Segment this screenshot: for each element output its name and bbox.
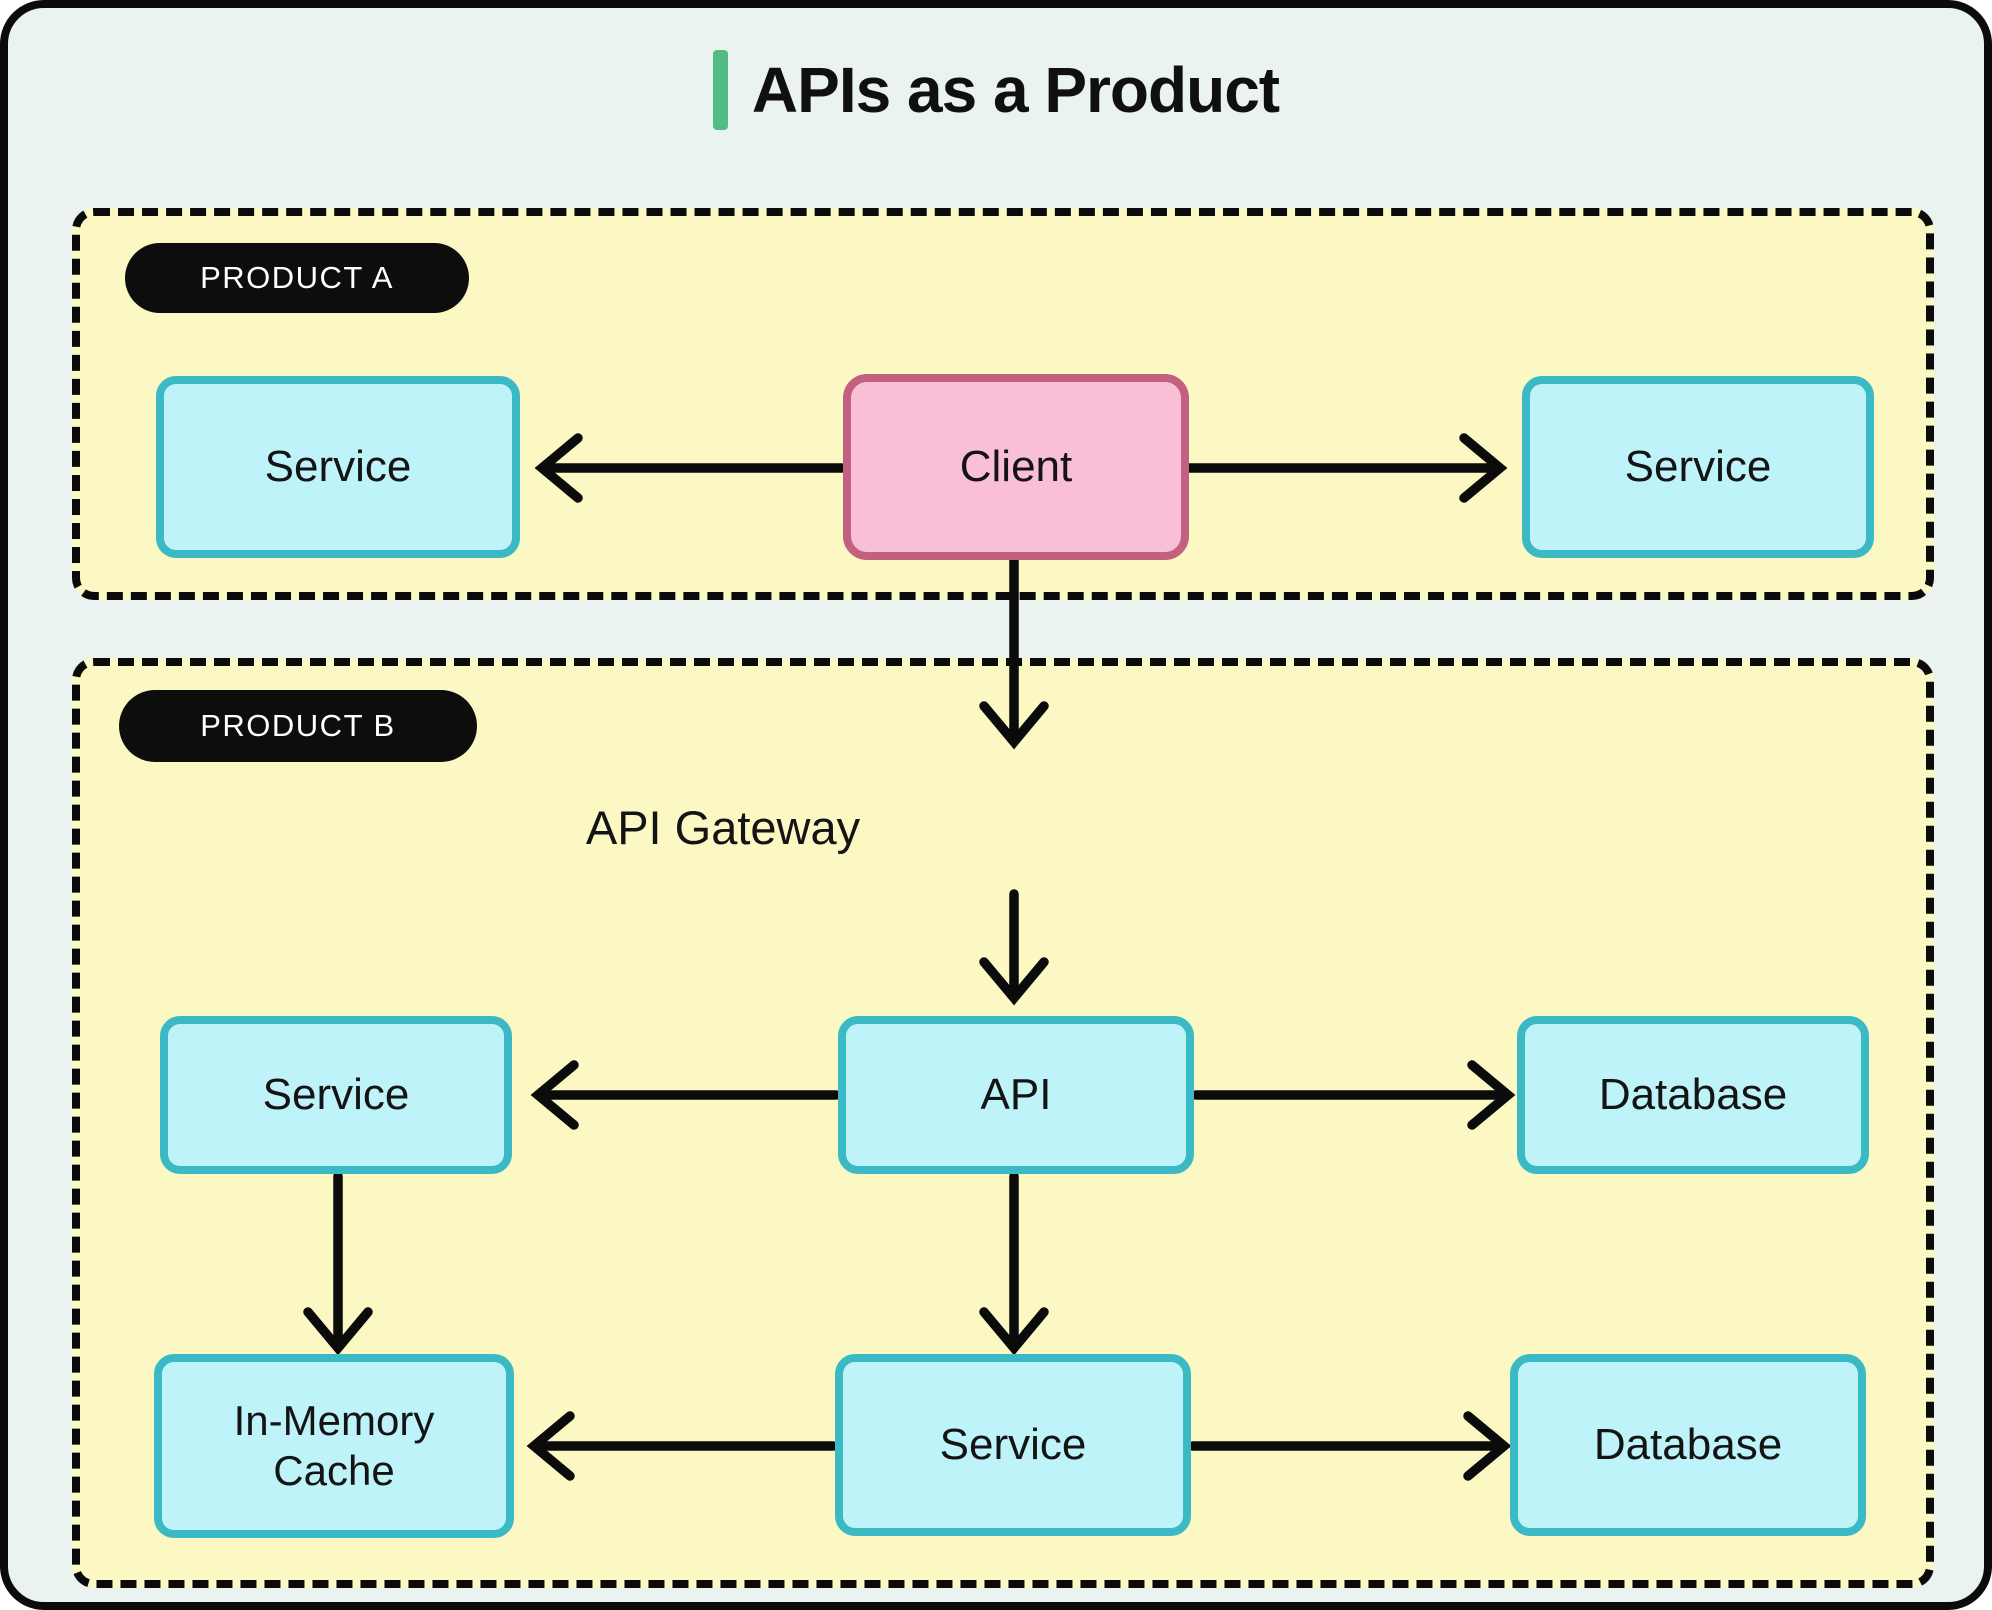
node-label: API	[980, 1069, 1052, 1119]
node-label: Service	[1624, 441, 1772, 491]
node-service-a-right: Service	[1522, 376, 1874, 558]
node-api: API	[838, 1016, 1194, 1174]
node-service-b-left: Service	[160, 1016, 512, 1174]
node-label: In-Memory Cache	[233, 1396, 435, 1494]
node-database-mid: Database	[1517, 1016, 1869, 1174]
node-label: Database	[1598, 1069, 1788, 1119]
node-database-bottom: Database	[1510, 1354, 1866, 1536]
node-label: Service	[939, 1419, 1087, 1469]
node-label: Service	[262, 1069, 410, 1119]
node-label: Client	[959, 441, 1073, 491]
title-row: APIs as a Product	[8, 44, 1984, 136]
node-label: Database	[1593, 1419, 1783, 1469]
node-service-b-bottom: Service	[835, 1354, 1191, 1536]
node-in-memory-cache: In-Memory Cache	[154, 1354, 514, 1538]
api-gateway-label: API Gateway	[585, 801, 861, 854]
node-service-a-left: Service	[156, 376, 520, 558]
node-client: Client	[843, 374, 1189, 560]
product-b-label: PRODUCT B	[119, 690, 477, 762]
product-a-label: PRODUCT A	[125, 243, 469, 313]
page-title: APIs as a Product	[751, 54, 1280, 126]
node-label: Service	[264, 441, 412, 491]
title-accent-bar	[712, 50, 728, 130]
